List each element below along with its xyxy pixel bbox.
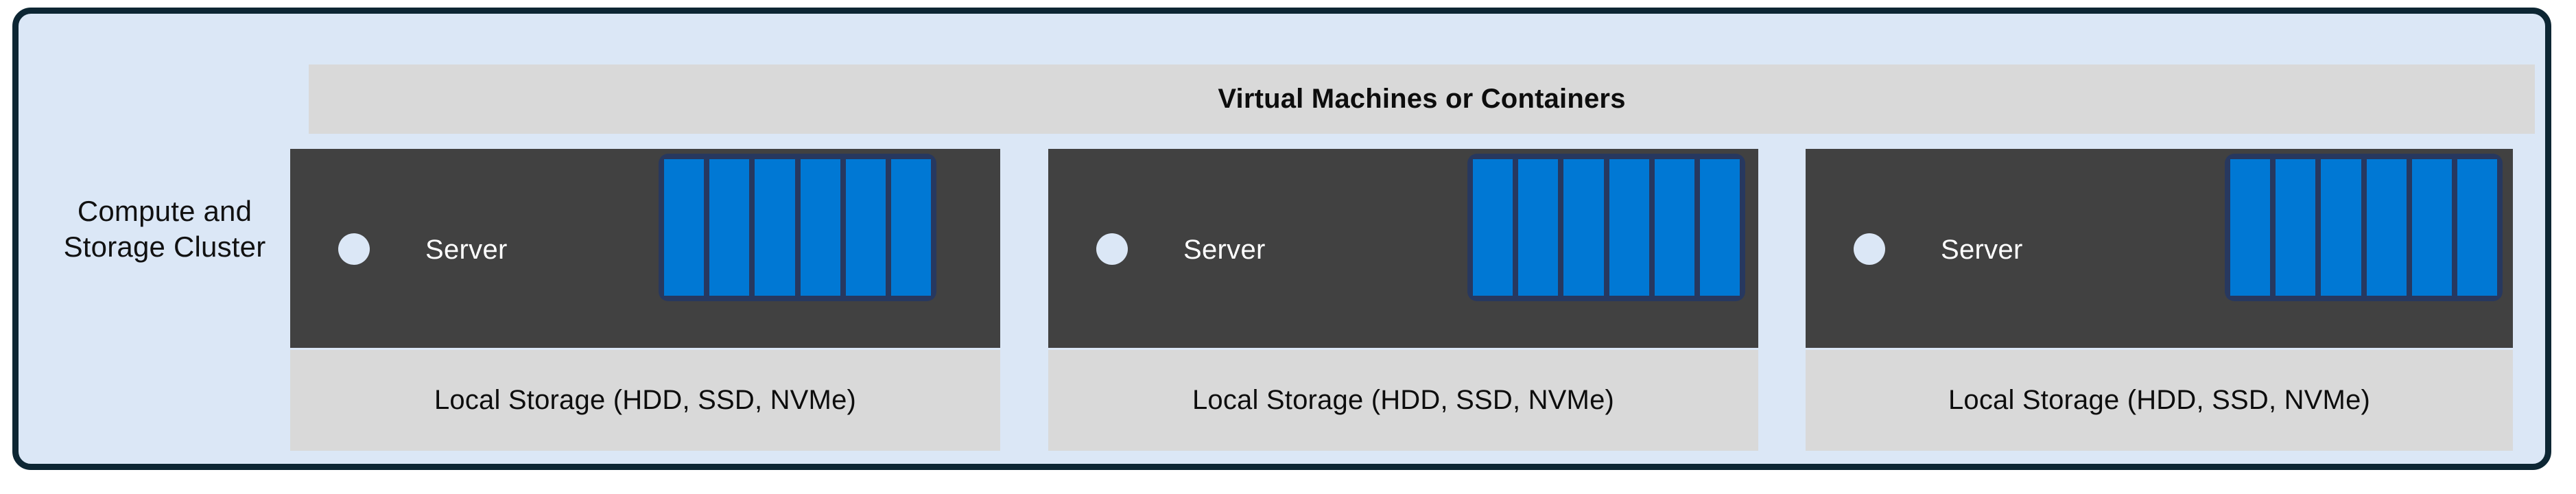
drive-bar xyxy=(800,159,840,296)
drive-bar xyxy=(2457,159,2498,296)
server-panel-2: Server xyxy=(1048,149,1758,348)
cluster-node-3: Server Local Storage (HDD, SSD, NVMe) xyxy=(1806,149,2513,451)
drive-bay-2 xyxy=(1467,154,1745,301)
compute-storage-cluster-frame: Compute and Storage Cluster Virtual Mach… xyxy=(12,8,2551,470)
virtual-machines-banner-label: Virtual Machines or Containers xyxy=(1218,84,1626,114)
drive-bar xyxy=(1563,159,1604,296)
cluster-node-1: Server Local Storage (HDD, SSD, NVMe) xyxy=(290,149,1000,451)
drive-bar xyxy=(2276,159,2316,296)
local-storage-box-1: Local Storage (HDD, SSD, NVMe) xyxy=(290,350,1000,451)
server-status-dot-icon-3 xyxy=(1854,233,1885,265)
drive-bay-1 xyxy=(659,154,936,301)
local-storage-box-3: Local Storage (HDD, SSD, NVMe) xyxy=(1806,350,2513,451)
local-storage-label-3: Local Storage (HDD, SSD, NVMe) xyxy=(1948,385,2371,415)
drive-bar xyxy=(664,159,705,296)
drive-bar xyxy=(2366,159,2407,296)
cluster-title-label: Compute and Storage Cluster xyxy=(63,195,266,263)
drive-bar xyxy=(709,159,750,296)
local-storage-label-2: Local Storage (HDD, SSD, NVMe) xyxy=(1192,385,1615,415)
drive-bar xyxy=(2411,159,2452,296)
local-storage-label-1: Local Storage (HDD, SSD, NVMe) xyxy=(434,385,857,415)
drive-bar xyxy=(1473,159,1513,296)
server-panel-1: Server xyxy=(290,149,1000,348)
drive-bar xyxy=(1609,159,1649,296)
drive-bar xyxy=(1699,159,1740,296)
drive-bar xyxy=(890,159,932,296)
drive-bar xyxy=(2321,159,2361,296)
drive-bar xyxy=(1518,159,1559,296)
server-status-dot-icon-2 xyxy=(1096,233,1128,265)
server-status-dot-icon-1 xyxy=(338,233,370,265)
drive-bar xyxy=(1654,159,1694,296)
server-panel-3: Server xyxy=(1806,149,2513,348)
drive-bar xyxy=(845,159,886,296)
server-label-3: Server xyxy=(1941,235,2023,265)
virtual-machines-banner: Virtual Machines or Containers xyxy=(309,64,2535,134)
cluster-node-2: Server Local Storage (HDD, SSD, NVMe) xyxy=(1048,149,1758,451)
drive-bay-3 xyxy=(2225,154,2503,301)
server-label-1: Server xyxy=(425,235,508,265)
drive-bar xyxy=(2230,159,2271,296)
local-storage-box-2: Local Storage (HDD, SSD, NVMe) xyxy=(1048,350,1758,451)
server-label-2: Server xyxy=(1183,235,1266,265)
drive-bar xyxy=(755,159,795,296)
